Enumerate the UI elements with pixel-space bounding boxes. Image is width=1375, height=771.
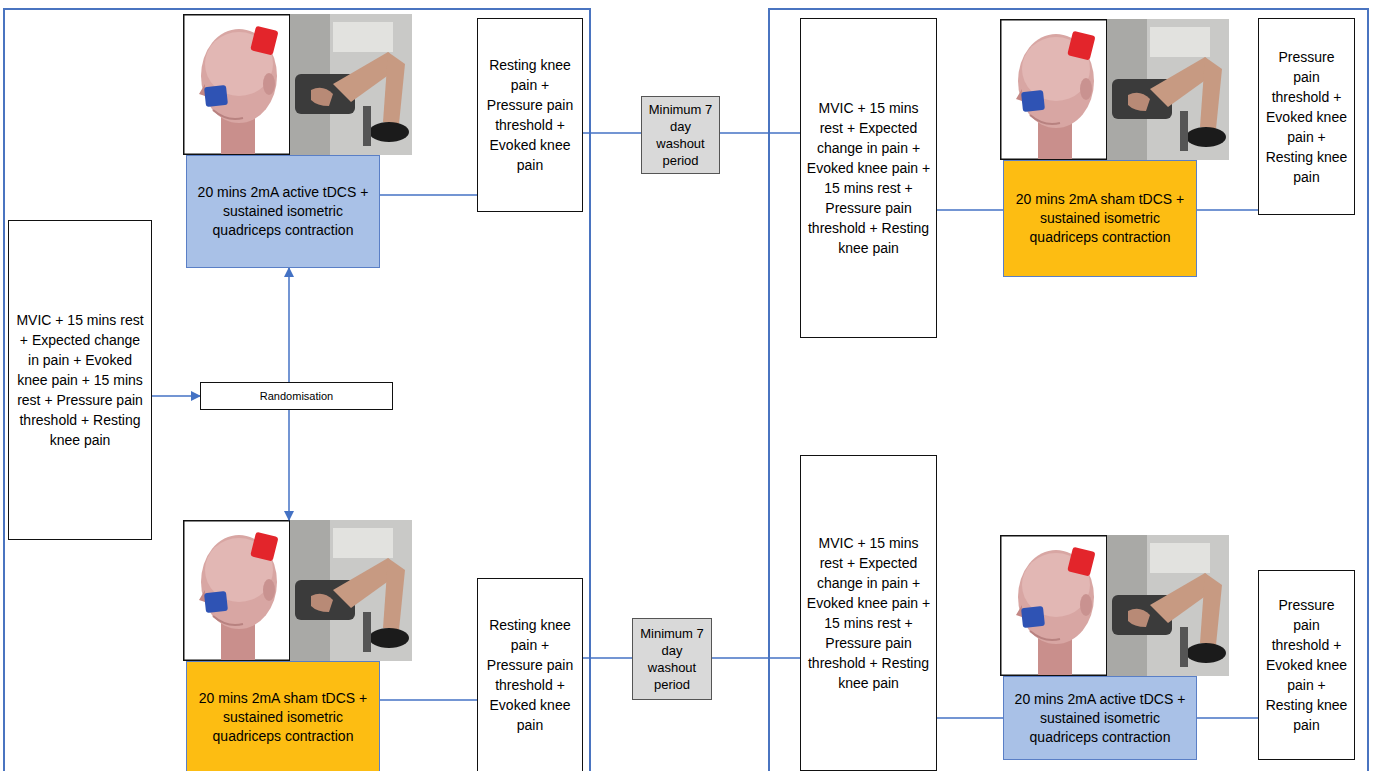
randomisation-box: Randomisation [200,382,393,410]
stimulation-box: 20 mins 2mA sham tDCS + sustained isomet… [1003,19,1197,277]
box-text: 20 mins 2mA active tDCS + sustained isom… [1012,690,1188,747]
box-text: 20 mins 2mA active tDCS + sustained isom… [195,183,371,240]
measure-box: Resting knee pain + Pressure pain thresh… [477,578,583,771]
measure-box: MVIC + 15 mins rest + Expected change in… [800,18,937,338]
measure-box: Resting knee pain + Pressure pain thresh… [477,18,583,212]
box-text: MVIC + 15 mins rest + Expected change in… [806,533,931,693]
tdcs-illustration [183,520,412,661]
measure-box: Pressure pain threshold + Evoked knee pa… [1258,18,1355,215]
stimulation-band: 20 mins 2mA sham tDCS + sustained isomet… [1003,160,1197,277]
flow-connector [720,132,800,134]
box-text: Resting knee pain + Pressure pain thresh… [483,615,577,735]
flow-connector [1197,717,1258,719]
box-text: Randomisation [260,389,333,403]
stimulation-box: 20 mins 2mA active tDCS + sustained isom… [186,14,380,268]
measure-box: MVIC + 15 mins rest + Expected change in… [800,455,937,771]
stimulation-box: 20 mins 2mA active tDCS + sustained isom… [1003,535,1197,760]
flow-connector [1197,209,1258,211]
washout-box: Minimum 7 day washout period [641,96,720,174]
flow-connector [583,132,641,134]
flow-connector [288,268,290,382]
tdcs-illustration [1000,19,1229,160]
stimulation-band: 20 mins 2mA active tDCS + sustained isom… [186,155,380,268]
flow-connector [583,657,632,659]
box-text: Minimum 7 day washout period [646,101,715,169]
flow-connector [937,209,1003,211]
box-text: Resting knee pain + Pressure pain thresh… [483,55,577,175]
tdcs-illustration [1000,535,1229,676]
flow-connector [152,395,200,397]
stimulation-box: 20 mins 2mA sham tDCS + sustained isomet… [186,520,380,771]
measure-box: MVIC + 15 mins rest + Expected change in… [8,220,152,540]
box-text: 20 mins 2mA sham tDCS + sustained isomet… [195,689,371,746]
box-text: Pressure pain threshold + Evoked knee pa… [1264,595,1349,735]
flow-connector [380,699,477,701]
flow-connector [288,410,290,520]
tdcs-illustration [183,14,412,155]
box-text: 20 mins 2mA sham tDCS + sustained isomet… [1012,190,1188,247]
stimulation-band: 20 mins 2mA sham tDCS + sustained isomet… [186,661,380,771]
flow-connector [937,717,1003,719]
stimulation-band: 20 mins 2mA active tDCS + sustained isom… [1003,676,1197,760]
box-text: MVIC + 15 mins rest + Expected change in… [806,98,931,258]
box-text: MVIC + 15 mins rest + Expected change in… [14,310,146,450]
box-text: Pressure pain threshold + Evoked knee pa… [1264,47,1349,187]
washout-box: Minimum 7 day washout period [632,618,712,700]
flow-connector [712,657,800,659]
box-text: Minimum 7 day washout period [637,625,707,693]
flow-connector [380,194,477,196]
measure-box: Pressure pain threshold + Evoked knee pa… [1258,570,1355,760]
